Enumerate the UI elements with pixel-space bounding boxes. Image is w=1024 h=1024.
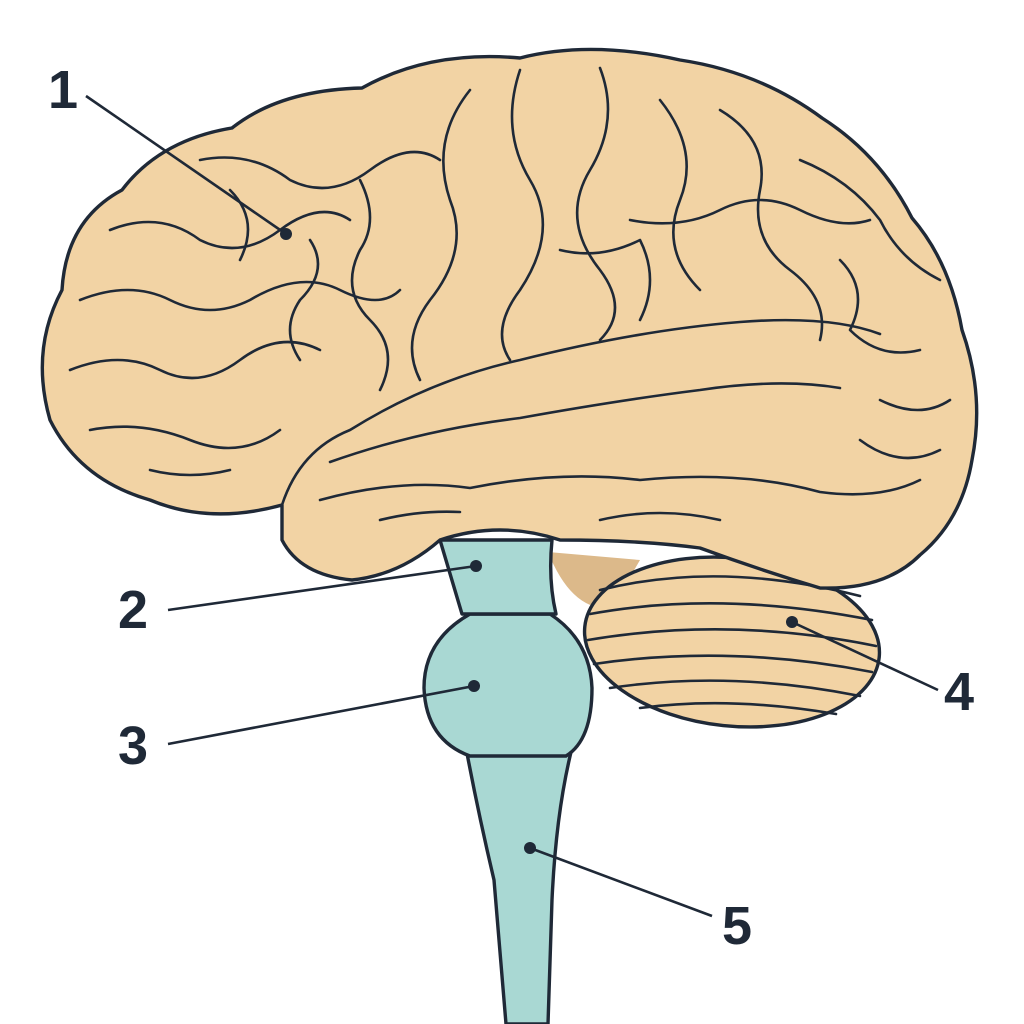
leader-line-3 (167, 684, 475, 746)
leader-dot-5 (524, 842, 536, 854)
label-1: 1 (48, 60, 78, 120)
label-2: 2 (118, 580, 148, 640)
label-5: 5 (722, 896, 752, 956)
leader-dot-1 (280, 228, 292, 240)
leader-line-5 (529, 846, 713, 918)
spinal-cord-shape (464, 746, 574, 1024)
pons-shape (422, 612, 594, 758)
leader-dot-4 (786, 616, 798, 628)
label-4: 4 (944, 662, 974, 722)
leader-dot-3 (468, 680, 480, 692)
leader-line-4 (791, 620, 939, 692)
midbrain-shape (438, 538, 558, 616)
cerebrum-shape (40, 47, 979, 590)
number-labels: 1 2 3 4 5 (48, 60, 974, 956)
leader-lines (85, 94, 939, 918)
leader-dot-2 (470, 560, 482, 572)
leader-line-2 (167, 564, 477, 612)
label-3: 3 (118, 716, 148, 776)
leader-line-1 (85, 94, 287, 236)
